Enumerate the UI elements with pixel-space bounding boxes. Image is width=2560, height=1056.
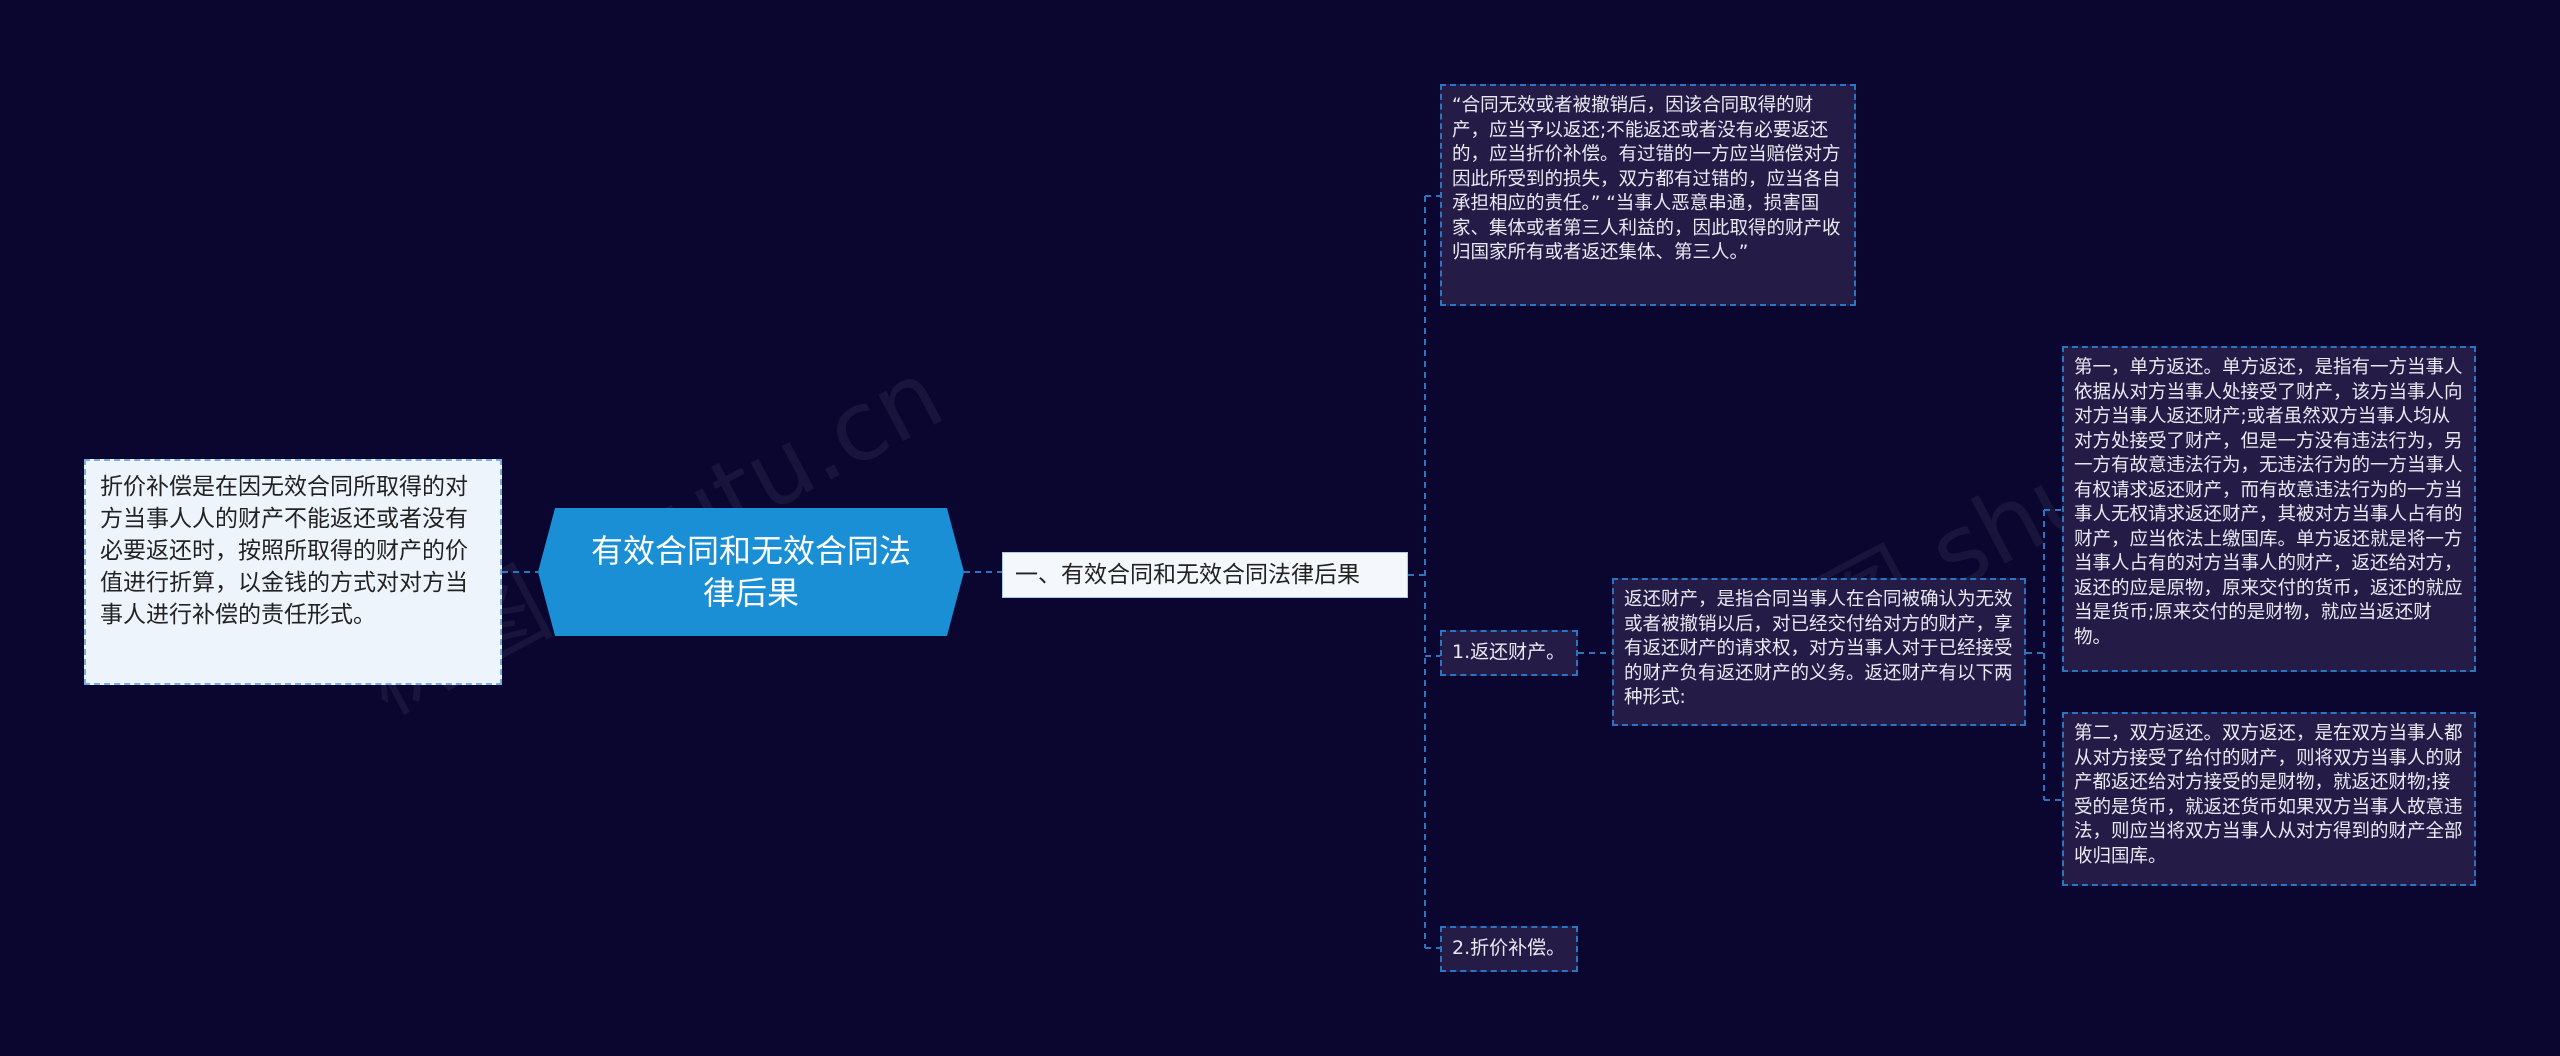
item-return-property[interactable]: 1.返还财产。 (1440, 630, 1578, 676)
root-node-label: 有效合同和无效合同法律后果 (590, 532, 911, 612)
return-property-desc-card: 返还财产，是指合同当事人在合同被确认为无效或者被撤销以后，对已经交付给对方的财产… (1612, 578, 2026, 726)
bilateral-return-card: 第二，双方返还。双方返还，是在双方当事人都从对方接受了给付的财产，则将双方当事人… (2062, 712, 2476, 886)
left-note-card: 折价补偿是在因无效合同所取得的对方当事人人的财产不能返还或者没有必要返还时，按照… (84, 459, 502, 685)
branch-node-label: 一、有效合同和无效合同法律后果 (1015, 562, 1360, 588)
item-return-property-label: 1.返还财产。 (1452, 641, 1566, 663)
item-price-compensation-label: 2.折价补偿。 (1452, 937, 1566, 959)
root-node[interactable]: 有效合同和无效合同法律后果 (538, 508, 964, 636)
quote-card: “合同无效或者被撤销后，因该合同取得的财产，应当予以返还;不能返还或者没有必要返… (1440, 84, 1856, 306)
branch-node-legal-consequences[interactable]: 一、有效合同和无效合同法律后果 (1002, 552, 1408, 598)
unilateral-return-card: 第一，单方返还。单方返还，是指有一方当事人依据从对方当事人处接受了财产，该方当事… (2062, 346, 2476, 672)
item-price-compensation[interactable]: 2.折价补偿。 (1440, 926, 1578, 972)
